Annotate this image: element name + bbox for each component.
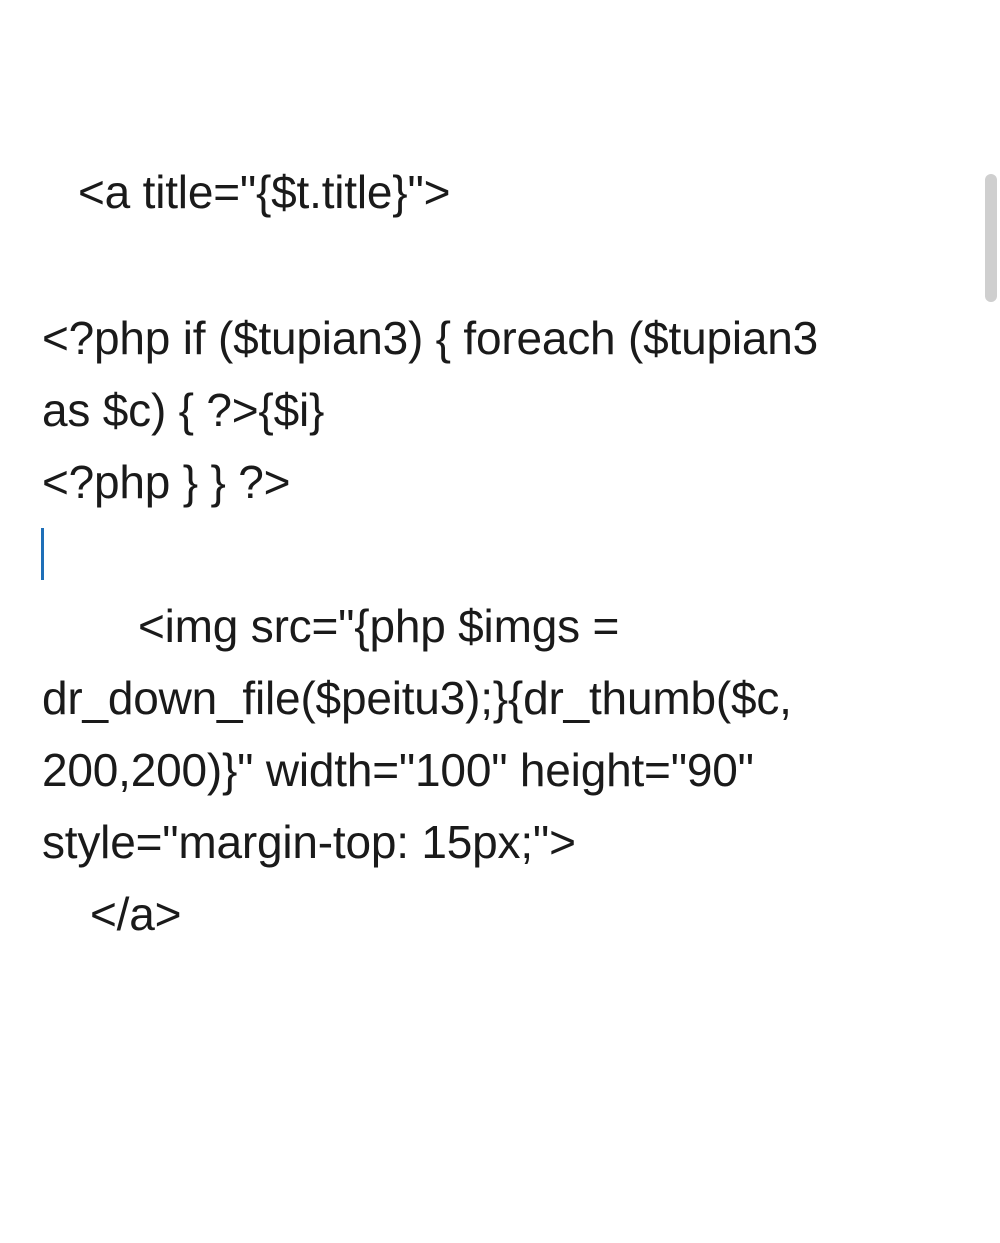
code-line[interactable]: <?php if ($tupian3) { foreach ($tupian3 xyxy=(42,312,819,364)
code-line[interactable]: <img src="{php $imgs = xyxy=(138,600,620,652)
code-line[interactable]: </a> xyxy=(90,888,182,940)
code-line[interactable]: 200,200)}" width="100" height="90" xyxy=(42,744,754,796)
code-line[interactable]: style="margin-top: 15px;"> xyxy=(42,816,576,868)
text-cursor xyxy=(41,528,44,580)
code-line[interactable]: as $c) { ?>{$i} xyxy=(42,384,325,436)
code-line[interactable]: <?php } } ?> xyxy=(42,456,291,508)
code-line[interactable]: dr_down_file($peitu3);}{dr_thumb($c, xyxy=(42,672,792,724)
code-line[interactable]: <a title="{$t.title}"> xyxy=(78,166,451,218)
scrollbar-thumb[interactable] xyxy=(985,174,997,302)
